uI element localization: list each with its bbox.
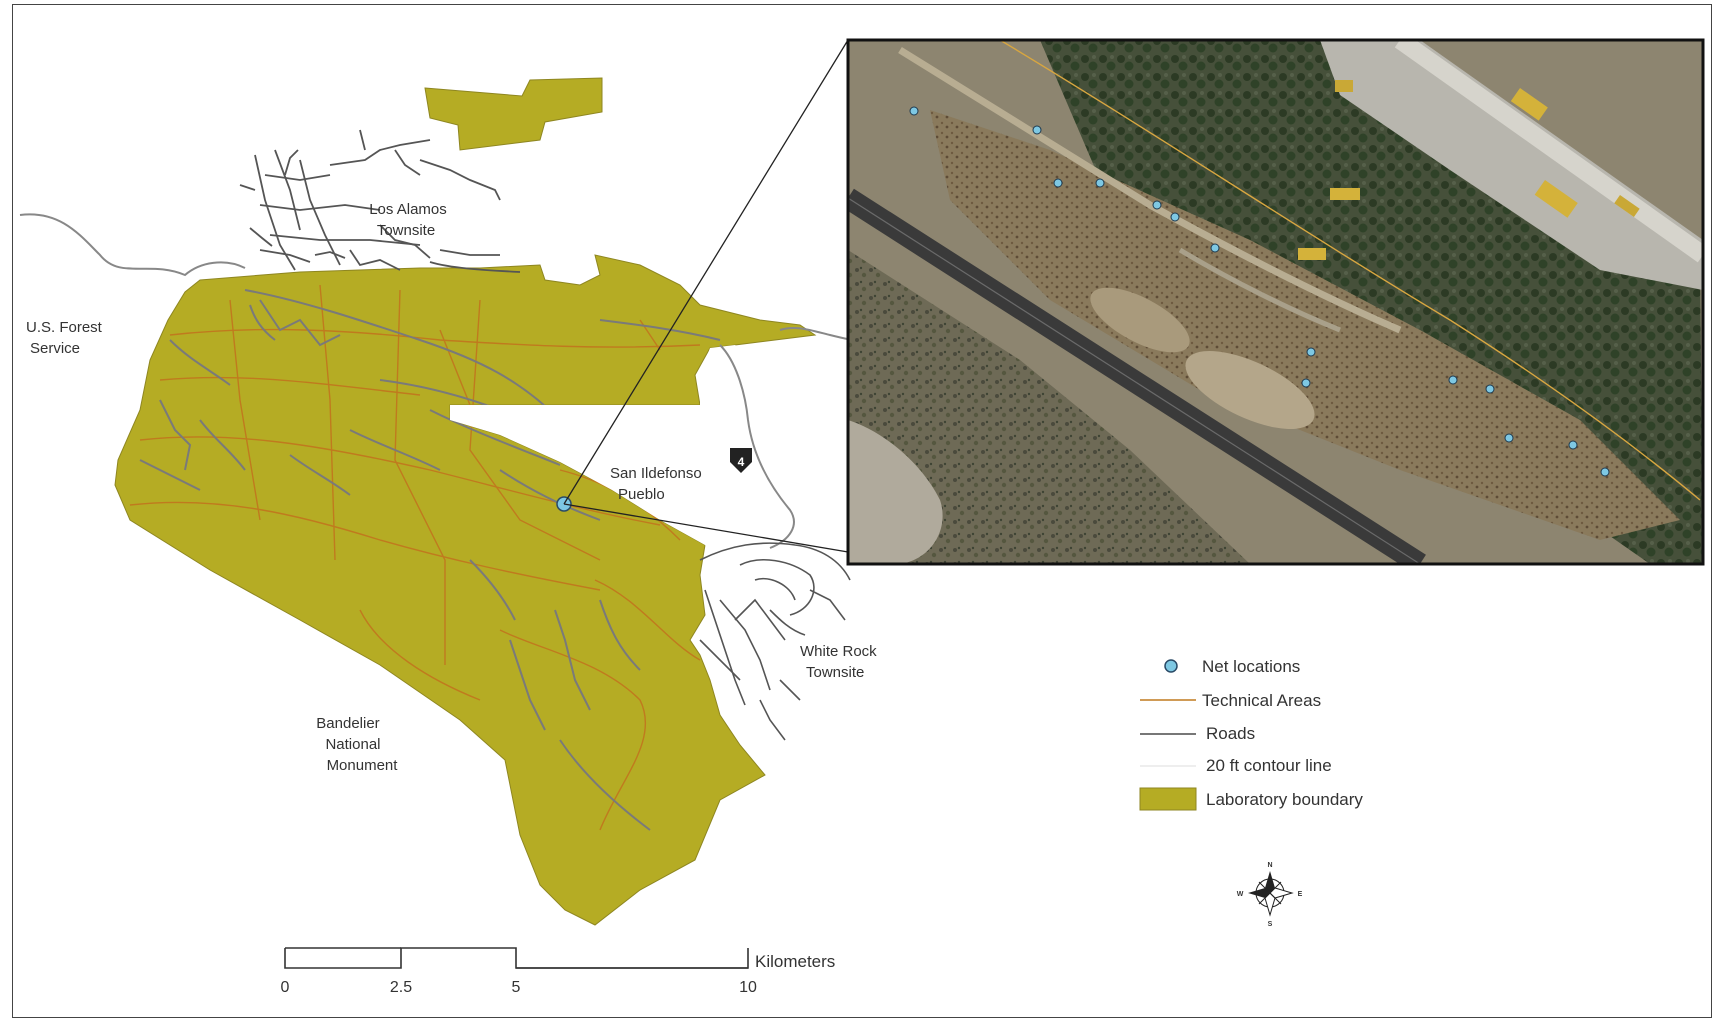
compass-west: W — [1237, 891, 1244, 898]
legend-boundary-label: Laboratory boundary — [1206, 790, 1363, 809]
legend-roads-label: Roads — [1206, 724, 1255, 743]
highway-number: 4 — [738, 455, 745, 469]
bandelier-label-line3: Monument — [327, 757, 399, 774]
map-frame — [12, 4, 1712, 1018]
inset-net-location — [1053, 178, 1063, 188]
white-rock-label-line1: White Rock — [800, 643, 877, 660]
inset-road-ne — [1394, 40, 1703, 263]
legend-technical-area-label: Technical Areas — [1202, 691, 1321, 710]
laboratory-boundary — [114, 254, 817, 926]
inset-net-locations — [909, 106, 1610, 477]
legend-net-label: Net locations — [1202, 657, 1300, 676]
laboratory-boundary-north-parcel — [424, 77, 603, 151]
bandelier-label-line2: National — [325, 736, 380, 753]
los-alamos-label-line1: Los Alamos — [369, 201, 447, 218]
inset-rock-outcrop — [848, 420, 943, 564]
los-alamos-streets — [239, 129, 521, 273]
forest-service-label-line1: U.S. Forest — [26, 319, 103, 336]
scale-tick-10: 10 — [739, 979, 757, 996]
inset-net-location — [1095, 178, 1105, 188]
inset-net-location — [1301, 378, 1311, 388]
compass-east: E — [1298, 891, 1303, 898]
inset-parking-lot — [1320, 40, 1703, 290]
forest-road — [19, 213, 246, 277]
inset-technical-area-line — [999, 40, 1701, 501]
inset-dry-brush — [930, 110, 1680, 540]
scale-tick-0: 0 — [281, 979, 290, 996]
scale-bar — [284, 947, 749, 969]
highway-4-shield: 4 — [730, 448, 752, 473]
callout-line-bottom — [563, 503, 849, 553]
aerial-inset-border — [846, 38, 1705, 566]
inset-scrub-sw — [848, 250, 1250, 564]
inset-clearing-2 — [1090, 287, 1190, 353]
white-rock-streets — [699, 542, 851, 741]
scale-unit-label: Kilometers — [755, 952, 835, 971]
callout-line-top — [563, 39, 849, 505]
legend: Net locations Technical Areas Roads 20 f… — [1139, 657, 1363, 811]
inset-dirt-road-2 — [1178, 247, 1341, 333]
compass-north: N — [1267, 862, 1272, 869]
inset-net-location — [1210, 243, 1220, 253]
forest-service-label-line2: Service — [30, 340, 80, 357]
technical-area-lines — [129, 284, 701, 831]
inset-net-location — [1568, 440, 1578, 450]
inset-net-location — [1152, 200, 1162, 210]
inset-net-location — [1485, 384, 1495, 394]
pueblo-label-line1: San Ildefonso — [610, 465, 702, 482]
inset-net-location — [909, 106, 919, 116]
aerial-inset — [848, 40, 1703, 564]
highway-4 — [719, 344, 795, 549]
legend-boundary-symbol — [1139, 787, 1197, 811]
legend-net-symbol — [1164, 659, 1178, 673]
los-alamos-label-line2: Townsite — [377, 222, 435, 239]
scale-tick-5: 5 — [512, 979, 521, 996]
white-rock-label-line2: Townsite — [806, 664, 864, 681]
inset-clearing — [1185, 351, 1315, 429]
inset-net-location — [1600, 467, 1610, 477]
compass-south: S — [1268, 921, 1273, 928]
inset-net-location — [1306, 347, 1316, 357]
inset-dirt-road — [898, 47, 1402, 334]
san-ildefonso-pueblo-area — [450, 345, 800, 555]
legend-contour-label: 20 ft contour line — [1206, 756, 1332, 775]
north-arrow-compass: N S E W — [1237, 862, 1303, 928]
main-map: 4 Los Alamos Townsite U.S. Forest Servic… — [19, 39, 901, 926]
inset-net-location — [1032, 125, 1042, 135]
bandelier-label-line1: Bandelier — [316, 715, 379, 732]
scale-tick-2-5: 2.5 — [390, 979, 412, 996]
inset-net-location — [1170, 212, 1180, 222]
inset-net-location — [1448, 375, 1458, 385]
inset-net-location — [1504, 433, 1514, 443]
pueblo-label-line2: Pueblo — [618, 486, 665, 503]
